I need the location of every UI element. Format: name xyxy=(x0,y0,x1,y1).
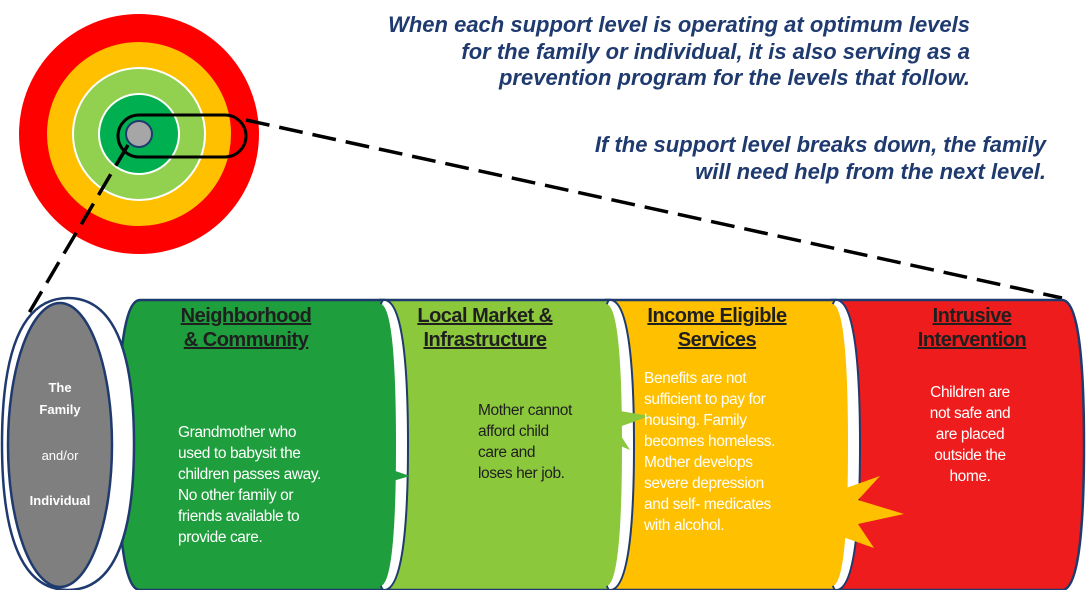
segment-neighborhood-cap-inner xyxy=(370,304,396,586)
segment-body-line: care and xyxy=(478,444,536,461)
family-label-line: The xyxy=(48,380,72,395)
segment-title-line: Local Market & xyxy=(417,305,553,327)
segment-body-neighborhood: Grandmother who used to babysit the chil… xyxy=(178,422,378,548)
segment-body-line: provide care. xyxy=(178,529,263,546)
intro-line: for the family or individual, it is also… xyxy=(461,38,970,64)
intro-text-block-2: If the support level breaks down, the fa… xyxy=(406,132,1046,185)
segment-body-line: children passes away. xyxy=(178,466,321,483)
intro-line: will need help from the next level. xyxy=(695,158,1046,184)
zoom-line-right xyxy=(245,118,1063,300)
intro-line: prevention program for the levels that f… xyxy=(498,65,970,90)
segment-body-line: afford child xyxy=(478,423,549,440)
segment-title-local-market: Local Market & Infrastructure xyxy=(382,304,588,352)
segment-body-line: loses her job. xyxy=(478,465,565,482)
segment-title-line: Infrastructure xyxy=(423,329,547,351)
family-connector: and/or xyxy=(41,448,79,463)
segment-body-line: Mother cannot xyxy=(478,402,572,419)
segment-title-line: & Community xyxy=(183,329,309,351)
segment-body-line: housing. Family xyxy=(644,412,747,429)
segment-local-cap-inner xyxy=(596,304,622,586)
concentric-rings-target-icon xyxy=(19,14,259,254)
segment-body-line: outside the xyxy=(934,447,1006,464)
intro-line: When each support level is operating at … xyxy=(388,12,970,37)
segment-body-line: with alcohol. xyxy=(644,517,725,534)
starburst-icon xyxy=(336,446,410,502)
segment-title-intrusive: Intrusive Intervention xyxy=(872,304,1072,352)
zoom-highlight-box xyxy=(116,113,248,159)
segment-body-line: friends available to xyxy=(178,508,300,525)
segment-body-line: No other family or xyxy=(178,487,294,504)
segment-body-intrusive: Children are not safe and are placed out… xyxy=(900,382,1040,487)
ring-center xyxy=(125,120,153,148)
segment-body-line: Benefits are not xyxy=(644,370,747,387)
segment-title-line: Intrusive xyxy=(932,305,1012,327)
segment-body-line: severe depression xyxy=(644,475,764,492)
segment-body-income: Benefits are not sufficient to pay for h… xyxy=(644,368,844,536)
starburst-icon xyxy=(566,390,650,462)
family-label-line: Family xyxy=(39,402,81,417)
segment-body-line: Grandmother who xyxy=(178,424,297,441)
family-label: The Family xyxy=(22,380,98,418)
segment-title-line: Neighborhood xyxy=(180,305,312,327)
segment-title-income: Income Eligible Services xyxy=(612,304,822,352)
segment-title-line: Services xyxy=(677,329,757,351)
segment-body-line: Mother develops xyxy=(644,454,753,471)
segment-body-local-market: Mother cannot afford child care and lose… xyxy=(478,400,608,484)
segment-title-neighborhood: Neighborhood & Community xyxy=(148,304,344,352)
segment-body-line: becomes homeless. xyxy=(644,433,776,450)
intro-line: If the support level breaks down, the fa… xyxy=(594,132,1046,157)
intro-text-block: When each support level is operating at … xyxy=(210,12,970,92)
segment-body-line: and self- medicates xyxy=(644,496,771,513)
family-individual-label: Individual xyxy=(29,493,91,508)
segment-body-line: home. xyxy=(949,468,991,485)
segment-title-line: Intervention xyxy=(917,329,1027,351)
segment-body-line: used to babysit the xyxy=(178,445,301,462)
segment-body-line: sufficient to pay for xyxy=(644,391,766,408)
segment-body-line: are placed xyxy=(935,426,1005,443)
starburst-icon xyxy=(786,464,904,564)
segment-body-line: Children are xyxy=(930,384,1010,401)
segment-title-line: Income Eligible xyxy=(647,305,787,327)
family-disc xyxy=(6,301,114,589)
segment-body-line: not safe and xyxy=(929,405,1011,422)
